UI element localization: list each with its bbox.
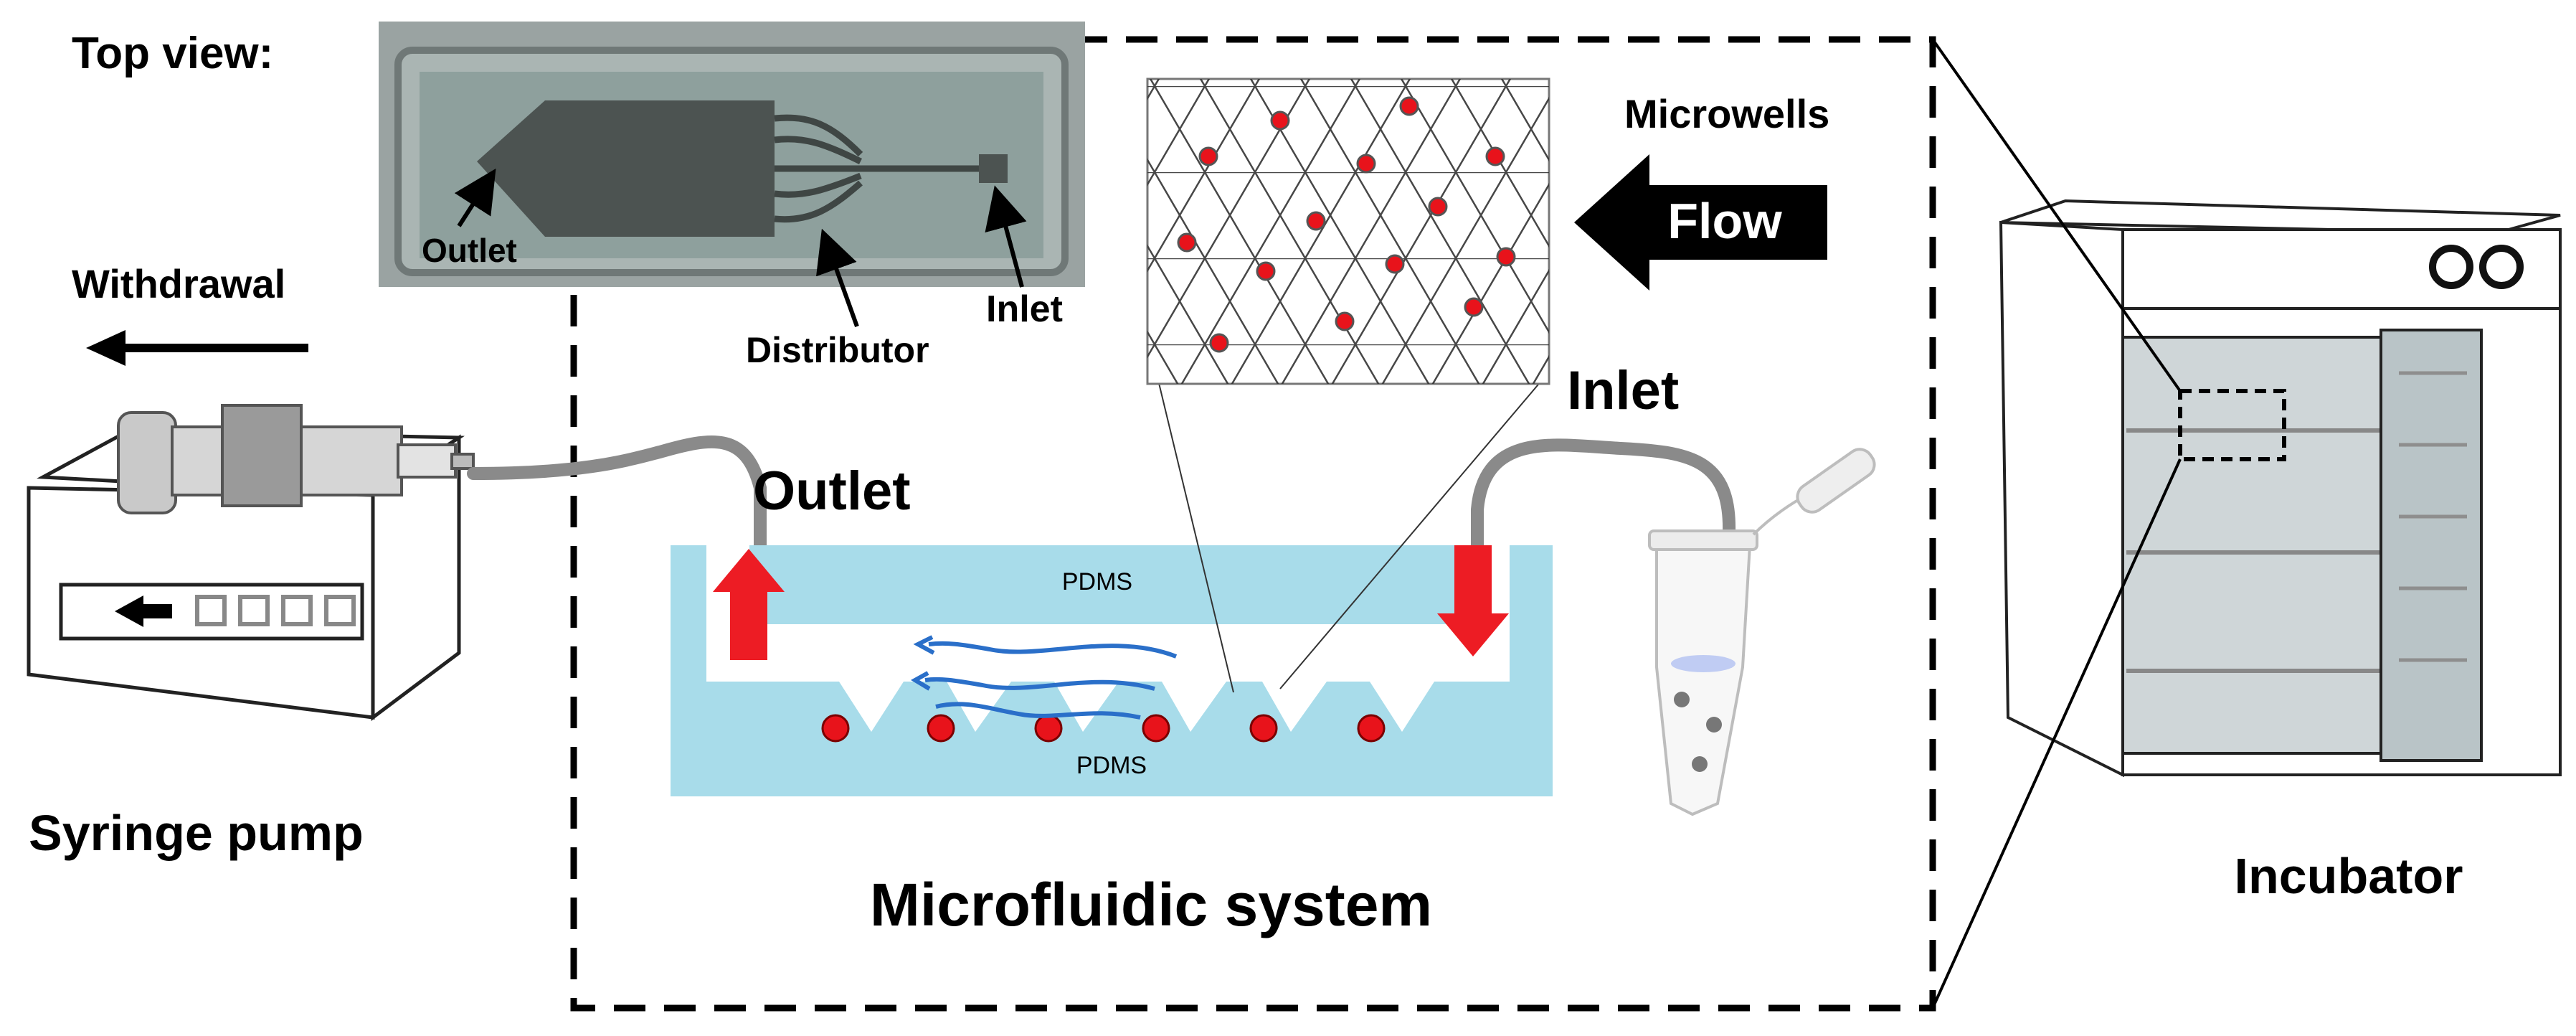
inlet-red-arrow xyxy=(1437,545,1509,656)
pump-direction-indicator xyxy=(115,595,356,627)
syringe-pump-label: Syringe pump xyxy=(29,805,364,861)
incubator-label: Incubator xyxy=(2235,848,2463,904)
incubator-chamber xyxy=(2121,336,2397,755)
cell xyxy=(1142,714,1170,743)
syringe-barrel xyxy=(117,404,475,514)
syringe-pump xyxy=(27,404,475,721)
system-dashed-frame xyxy=(570,36,1936,1012)
flow-streamlines xyxy=(911,635,1178,720)
pdms-bottom-label: PDMS xyxy=(1076,752,1147,779)
photo-distributor-arrow xyxy=(816,228,859,328)
photo-inlet-label: Inlet xyxy=(986,288,1063,330)
microfluidic-system-label: Microfluidic system xyxy=(870,871,1432,938)
photo-outlet-arrow xyxy=(454,168,496,227)
withdrawal-arrow xyxy=(86,330,308,366)
cell xyxy=(927,714,955,743)
incubator-shelves xyxy=(2126,428,2392,673)
photo-distributor-label: Distributor xyxy=(746,330,929,370)
photo-inlet-port xyxy=(979,154,1008,183)
top-view-label: Top view: xyxy=(72,29,273,78)
withdrawal-label: Withdrawal xyxy=(72,261,285,306)
cell xyxy=(1034,714,1063,743)
photo-outlet-label: Outlet xyxy=(422,232,517,269)
incubator-knobs xyxy=(2429,245,2524,289)
sample-tube xyxy=(1648,448,1876,816)
outlet-tubing xyxy=(467,435,767,566)
incubator-door xyxy=(2380,329,2483,762)
incubator-dashed-region xyxy=(2178,389,2286,461)
incubator-connector-top xyxy=(1931,38,2182,392)
pdms-top-label: PDMS xyxy=(1062,568,1132,595)
flow-channel xyxy=(706,545,1510,732)
chip-cross-section: PDMS PDMS xyxy=(671,545,1553,796)
microwells-label: Microwells xyxy=(1624,91,1829,136)
cell xyxy=(1249,714,1278,743)
photo-inlet-arrow xyxy=(985,185,1027,288)
cell xyxy=(821,714,850,743)
outlet-red-arrow xyxy=(713,549,785,660)
cell xyxy=(1357,714,1386,743)
top-view-photo: Outlet Inlet xyxy=(379,22,1085,330)
flow-label: Flow xyxy=(1667,193,1782,249)
inlet-label: Inlet xyxy=(1567,360,1679,421)
photo-distributor-channels xyxy=(774,114,982,223)
incubator-connector-bottom xyxy=(1931,458,2182,1009)
microwell-inset xyxy=(1146,77,1550,693)
incubator xyxy=(1999,199,2562,778)
photo-chamber xyxy=(477,100,775,237)
outlet-label: Outlet xyxy=(753,461,911,522)
flow-arrow: Flow xyxy=(1574,154,1827,291)
cells xyxy=(821,714,1386,743)
microwell-cells xyxy=(1177,96,1516,353)
